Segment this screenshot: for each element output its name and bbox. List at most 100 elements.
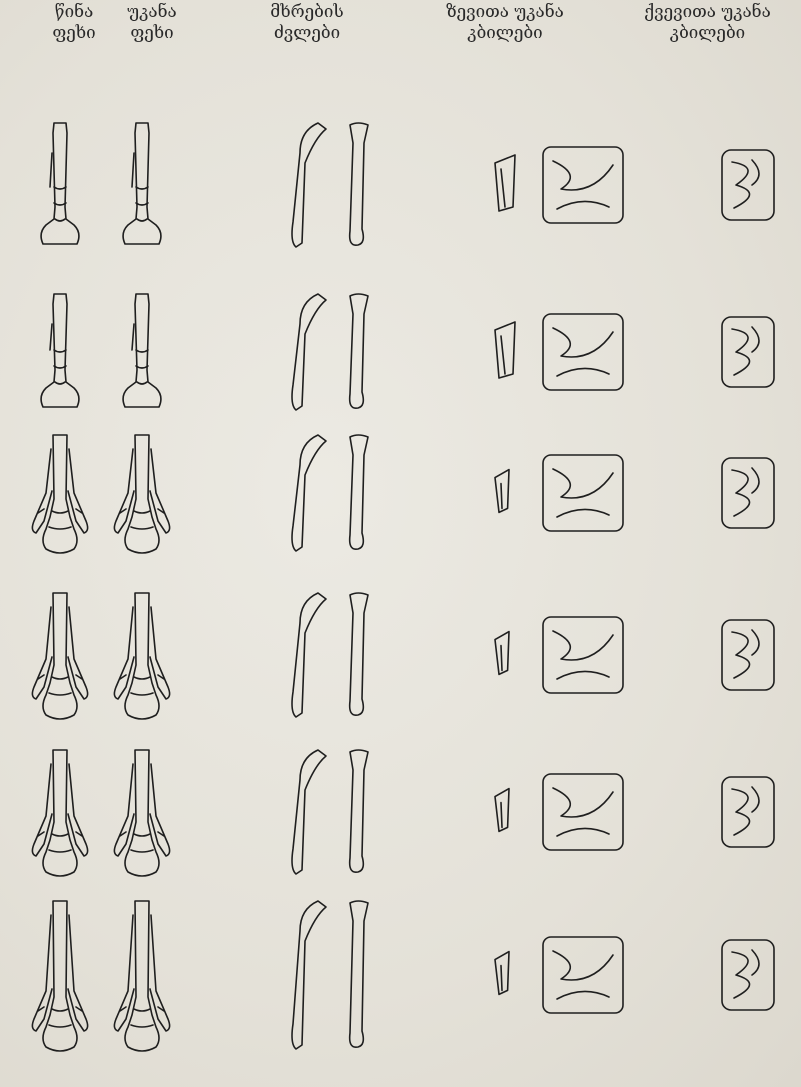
humerus [292, 123, 326, 247]
joint-line [52, 677, 68, 679]
shoulder-bones-drawing [292, 593, 368, 717]
radius [350, 901, 368, 1047]
joint-line [137, 219, 147, 221]
joint-line [131, 527, 153, 529]
splint-bone [50, 153, 52, 187]
middle-toe [125, 750, 159, 876]
lower-molar-drawing [722, 940, 774, 1010]
joint-line [136, 350, 148, 352]
cannon-bone [123, 123, 161, 244]
joint-line [131, 1025, 153, 1027]
enamel-folds [732, 630, 759, 678]
lower-molar-drawing [722, 620, 774, 690]
joint-line [134, 834, 150, 836]
joint-line [134, 677, 150, 679]
joint-line [131, 850, 153, 852]
middle-toe [43, 593, 77, 719]
lower-molar-drawing [722, 150, 774, 220]
joint-line [136, 187, 148, 189]
enamel-folds [732, 468, 759, 516]
enamel-folds [732, 787, 759, 835]
hind-foot-drawing [123, 294, 161, 407]
molar-crown [722, 777, 774, 847]
joint-line [131, 693, 153, 695]
upper-molar-drawing [495, 617, 623, 693]
shoulder-bones-drawing [292, 750, 368, 874]
enamel-folds [553, 161, 613, 209]
hind-foot-drawing [114, 593, 169, 719]
upper-molar-drawing [495, 147, 623, 223]
joint-line [49, 527, 71, 529]
splint-bone [132, 153, 134, 187]
lower-molar-drawing [722, 777, 774, 847]
enamel-folds [732, 950, 759, 998]
front-foot-drawing [32, 435, 87, 553]
molar-crown [543, 774, 623, 850]
upper-molar-drawing [495, 314, 623, 390]
joint-line [54, 187, 66, 189]
shoulder-bones-drawing [292, 901, 368, 1049]
humerus [292, 435, 326, 551]
hind-foot-drawing [114, 750, 169, 876]
splint-bone [132, 324, 134, 350]
joint-line [54, 203, 66, 205]
side-toe-right [68, 915, 88, 1031]
middle-toe [43, 435, 77, 553]
humerus [292, 294, 326, 410]
splint-bone [50, 324, 52, 350]
cannon-bone [123, 294, 161, 407]
enamel-folds [553, 631, 613, 679]
joint-line [55, 219, 65, 221]
joint-line [134, 1009, 150, 1011]
radius [350, 294, 368, 408]
molar-crown [543, 314, 623, 390]
middle-toe [125, 593, 159, 719]
radius [350, 435, 368, 549]
joint-line [137, 382, 147, 384]
front-foot-drawing [41, 294, 79, 407]
molar-crown [722, 458, 774, 528]
enamel-folds [732, 160, 759, 208]
joint-line [49, 1025, 71, 1027]
radius [350, 593, 368, 715]
radius [350, 750, 368, 872]
joint-line [136, 203, 148, 205]
molar-crown [722, 940, 774, 1010]
tooth-ridge [501, 646, 502, 671]
tooth-ridge [501, 966, 502, 991]
hind-foot-drawing [114, 435, 169, 553]
hind-foot-drawing [123, 123, 161, 244]
tooth-ridge [501, 484, 502, 509]
hind-foot-drawing [114, 901, 169, 1051]
middle-toe [43, 750, 77, 876]
tooth-ridge [501, 336, 505, 374]
front-foot-drawing [32, 593, 87, 719]
joint-line [136, 366, 148, 368]
upper-molar-drawing [495, 774, 623, 850]
enamel-folds [553, 788, 613, 836]
enamel-folds [553, 951, 613, 999]
front-foot-drawing [32, 901, 87, 1051]
upper-molar-drawing [495, 937, 623, 1013]
radius [350, 123, 368, 245]
joint-line [52, 1009, 68, 1011]
cannon-bone [41, 294, 79, 407]
molar-crown [543, 455, 623, 531]
humerus [292, 750, 326, 874]
joint-line [55, 382, 65, 384]
upper-molar-drawing [495, 455, 623, 531]
middle-toe [43, 901, 77, 1051]
cannon-bone [41, 123, 79, 244]
front-foot-drawing [32, 750, 87, 876]
lower-molar-drawing [722, 458, 774, 528]
joint-line [49, 850, 71, 852]
humerus [292, 593, 326, 717]
molar-crown [722, 317, 774, 387]
side-toe-left [114, 915, 134, 1031]
tooth-ridge [501, 169, 505, 207]
tooth-ridge [501, 803, 502, 828]
shoulder-bones-drawing [292, 123, 368, 247]
side-toe-right [150, 915, 170, 1031]
